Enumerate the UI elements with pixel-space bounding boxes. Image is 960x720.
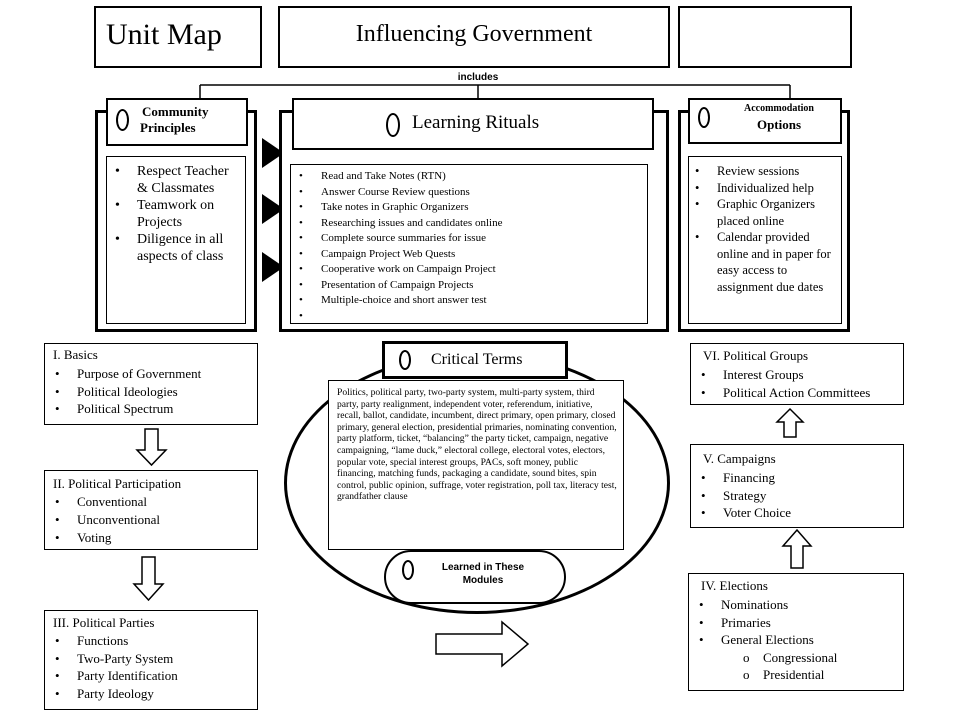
- list-item: Political Spectrum: [49, 400, 255, 418]
- list-item: Respect Teacher & Classmates: [109, 163, 243, 197]
- module-campaigns-list: Financing Strategy Voter Choice: [695, 469, 901, 522]
- critical-terms-text: Politics, political party, two-party sys…: [337, 387, 617, 503]
- checkbox-circle-icon: [399, 350, 411, 370]
- list-item: Campaign Project Web Quests: [293, 247, 643, 263]
- list-item: Party Identification: [49, 667, 255, 685]
- list-item: Voter Choice: [695, 504, 901, 522]
- list-item: Individualized help: [689, 180, 839, 197]
- module-participation-title: II. Political Participation: [53, 476, 182, 491]
- list-item: Researching issues and candidates online: [293, 216, 643, 232]
- critical-terms-header: Critical Terms: [382, 341, 568, 379]
- learning-rituals-list-box: Read and Take Notes (RTN) Answer Course …: [290, 164, 648, 324]
- module-parties-title: III. Political Parties: [53, 615, 155, 630]
- list-item: Presentation of Campaign Projects: [293, 278, 643, 294]
- accommodation-options-header: Accommodation Options: [688, 98, 842, 144]
- list-item: Two-Party System: [49, 650, 255, 668]
- accommodation-options-list: Review sessions Individualized help Grap…: [689, 163, 839, 295]
- list-item: Take notes in Graphic Organizers: [293, 200, 643, 216]
- list-item: Functions: [49, 632, 255, 650]
- learned-label: Learned in These Modules: [441, 562, 525, 586]
- unit-map-title: Unit Map: [106, 18, 222, 51]
- module-groups-title: VI. Political Groups: [703, 348, 809, 363]
- critical-terms-title: Critical Terms: [431, 351, 523, 368]
- module-elections: IV. Elections Nominations Primaries Gene…: [688, 573, 904, 691]
- list-item: Presidential: [693, 666, 901, 683]
- community-principles-list: Respect Teacher & Classmates Teamwork on…: [109, 163, 243, 265]
- module-elections-list: Nominations Primaries General Elections: [693, 596, 901, 649]
- checkbox-circle-icon: [698, 107, 710, 128]
- learning-rituals-title: Learning Rituals: [412, 112, 540, 133]
- right-arrow-icon: [435, 620, 530, 668]
- learning-rituals-header: Learning Rituals: [292, 98, 654, 150]
- module-parties-list: Functions Two-Party System Party Identif…: [49, 632, 255, 702]
- checkbox-circle-icon: [116, 109, 129, 131]
- module-campaigns-title: V. Campaigns: [703, 451, 776, 466]
- up-arrow-icon: [781, 528, 813, 569]
- down-arrow-icon: [135, 428, 168, 467]
- list-item: Multiple-choice and short answer test: [293, 293, 643, 309]
- topic-title: Influencing Government: [355, 21, 593, 47]
- list-item: Answer Course Review questions: [293, 185, 643, 201]
- list-item: Political Action Committees: [695, 384, 903, 402]
- module-basics-list: Purpose of Government Political Ideologi…: [49, 365, 255, 418]
- list-item: Purpose of Government: [49, 365, 255, 383]
- list-item: Primaries: [693, 614, 901, 632]
- down-arrow-icon: [132, 556, 165, 602]
- list-item: Unconventional: [49, 511, 255, 529]
- unit-map-box: Unit Map: [94, 6, 262, 68]
- list-item: Nominations: [693, 596, 901, 614]
- list-item: Conventional: [49, 493, 255, 511]
- list-item: Political Ideologies: [49, 383, 255, 401]
- module-elections-sublist: Congressional Presidential: [693, 649, 901, 683]
- checkbox-circle-icon: [402, 560, 414, 580]
- checkbox-circle-icon: [386, 113, 400, 137]
- module-basics: I. Basics Purpose of Government Politica…: [44, 343, 258, 425]
- module-groups: VI. Political Groups Interest Groups Pol…: [690, 343, 904, 405]
- list-item: Financing: [695, 469, 901, 487]
- includes-label: includes: [438, 72, 518, 83]
- list-item: Diligence in all aspects of class: [109, 231, 243, 265]
- module-campaigns: V. Campaigns Financing Strategy Voter Ch…: [690, 444, 904, 528]
- module-elections-title: IV. Elections: [701, 578, 768, 593]
- list-item: Cooperative work on Campaign Project: [293, 262, 643, 278]
- list-item: Read and Take Notes (RTN): [293, 169, 643, 185]
- module-groups-list: Interest Groups Political Action Committ…: [695, 366, 903, 401]
- critical-terms-box: Politics, political party, two-party sys…: [328, 380, 624, 550]
- list-item: General Elections: [693, 631, 901, 649]
- list-item: Calendar provided online and in paper fo…: [689, 229, 839, 295]
- list-item: [293, 309, 643, 325]
- module-parties: III. Political Parties Functions Two-Par…: [44, 610, 258, 710]
- list-item: Review sessions: [689, 163, 839, 180]
- module-participation-list: Conventional Unconventional Voting: [49, 493, 255, 547]
- learned-pill: Learned in These Modules: [384, 550, 566, 604]
- accommodation-options-list-box: Review sessions Individualized help Grap…: [688, 156, 842, 324]
- community-principles-list-box: Respect Teacher & Classmates Teamwork on…: [106, 156, 246, 324]
- module-basics-title: I. Basics: [53, 347, 98, 362]
- list-item: Strategy: [695, 487, 901, 505]
- list-item: Teamwork on Projects: [109, 197, 243, 231]
- list-item: Congressional: [693, 649, 901, 666]
- list-item: Party Ideology: [49, 685, 255, 703]
- list-item: Voting: [49, 529, 255, 547]
- list-item: Interest Groups: [695, 366, 903, 384]
- list-item: Graphic Organizers placed online: [689, 196, 839, 229]
- community-principles-header: Community Principles: [106, 98, 248, 146]
- up-arrow-icon: [775, 407, 805, 438]
- learning-rituals-list: Read and Take Notes (RTN) Answer Course …: [293, 169, 643, 324]
- topic-box: Influencing Government: [278, 6, 670, 68]
- accommodation-options-title: Accommodation Options: [744, 103, 814, 132]
- community-principles-title: Community Principles: [140, 104, 209, 135]
- list-item: Complete source summaries for issue: [293, 231, 643, 247]
- module-participation: II. Political Participation Conventional…: [44, 470, 258, 550]
- blank-header-box: [678, 6, 852, 68]
